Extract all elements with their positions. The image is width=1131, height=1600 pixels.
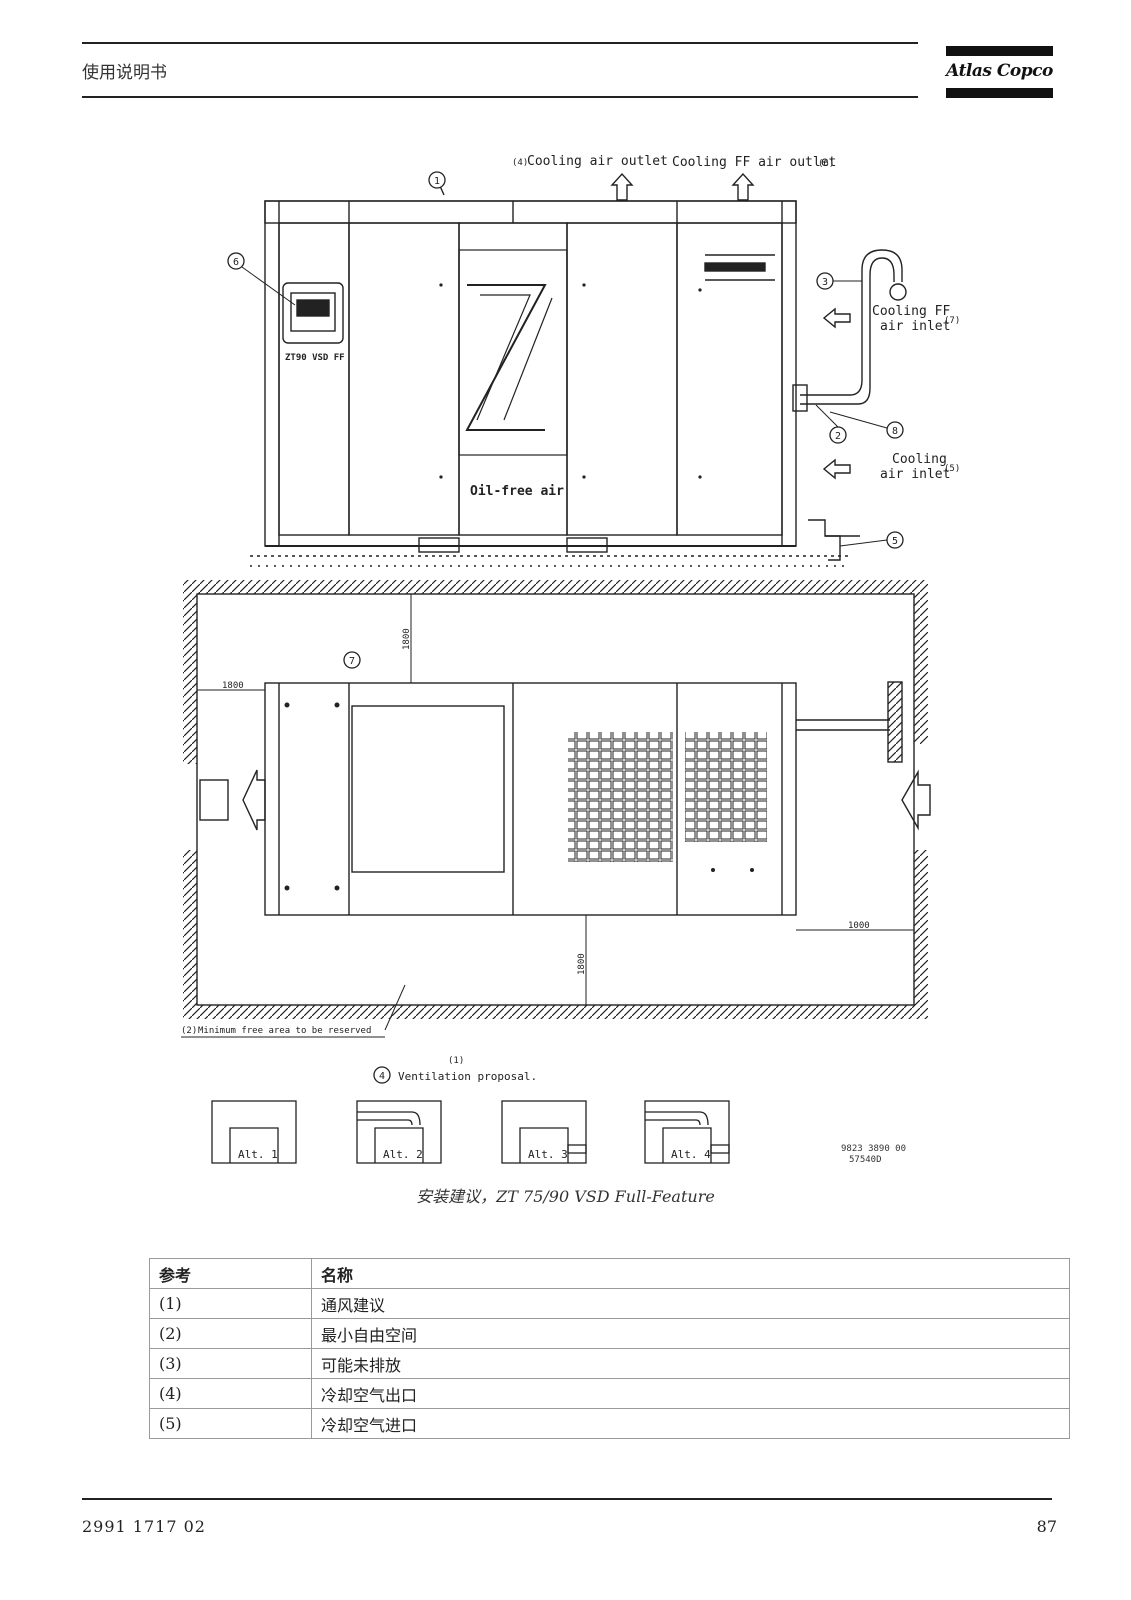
drain-pipe [792,249,907,561]
callout-7-circle [343,651,361,669]
footer-rule [82,1498,1052,1500]
outlet-arrows [439,172,755,201]
callout-5: 5 [892,536,898,547]
alt-2-label: Alt. 2 [383,1148,423,1161]
cell-name: 最小自由空间 [311,1318,1070,1349]
model-label: ZT90 VSD FF [285,353,345,363]
plan-dots [284,702,754,891]
alt-1-label: Alt. 1 [238,1148,278,1161]
inlet-arrows [822,307,851,480]
table-row: (3) 可能未排放 [149,1348,1070,1379]
figure-caption: 安装建议，ZT 75/90 VSD Full-Feature [416,1187,715,1206]
cooling-air-inlet-label-2: air inlet [880,467,950,482]
cooling-air-outlet-label: Cooling air outlet [527,154,668,169]
dim-1800-bottom: 1800 [577,953,587,975]
minimum-free-area-ref: (2) [181,1026,197,1036]
callouts-front [227,171,904,549]
cell-ref: (1) [149,1288,312,1319]
table-row: (5) 冷却空气进口 [149,1408,1070,1439]
cell-ref: (2) [149,1318,312,1349]
dim-1000-right: 1000 [848,921,870,931]
cell-ref: (5) [149,1408,312,1439]
plan-view-machine [196,593,931,1031]
cooling-ff-air-outlet-label: Cooling FF air outlet [672,155,836,170]
page-number: 87 [1036,1517,1057,1536]
oil-free-air-label: Oil-free air [470,484,564,499]
atlas-copco-logo: Atlas Copco [946,46,1053,100]
header-bottom-rule [82,96,918,98]
callout-2: 2 [835,431,841,442]
dim-1800-left: 1800 [222,681,244,691]
reference-table: 参考 名称 (1) 通风建议 (2) 最小自由空间 (3) 可能未排放 (4) … [149,1258,1070,1439]
ventilation-proposal-label: Ventilation proposal. [398,1070,537,1083]
callout-6: 6 [233,257,239,268]
cell-name: 通风建议 [311,1288,1070,1319]
document-number: 2991 1717 02 [82,1517,206,1536]
header-ref: 参考 [149,1258,312,1289]
drawing-number-1: 9823 3890 00 [841,1144,906,1154]
ventilation-ref: (1) [448,1056,464,1066]
cooling-ff-air-inlet-label-2: air inlet [880,319,950,334]
table-row: (2) 最小自由空间 [149,1318,1070,1349]
alt-4-label: Alt. 4 [671,1148,711,1161]
header-name: 名称 [311,1258,1070,1289]
cooling-ff-air-outlet-ref: (6) [818,159,834,169]
document-title: 使用说明书 [82,63,167,83]
cooling-air-outlet-ref: (4) [512,158,528,168]
header-top-rule [82,42,918,44]
cooling-air-inlet-label-1: Cooling [892,452,947,467]
front-view-dots [439,283,702,479]
cooling-ff-air-inlet-label-1: Cooling FF [872,304,950,319]
cooling-air-inlet-ref: (5) [944,464,960,474]
front-view [250,200,850,567]
drawing-number-2: 57540D [849,1155,882,1165]
callout-1: 1 [434,176,440,187]
cell-name: 冷却空气出口 [311,1378,1070,1409]
callout-8: 8 [892,426,898,437]
cell-ref: (3) [149,1348,312,1379]
alt-3-label: Alt. 3 [528,1148,568,1161]
cell-name: 冷却空气进口 [311,1408,1070,1439]
ventilation-alternatives [211,1100,730,1164]
plan-view-walls [183,580,928,1019]
minimum-free-area-label: Minimum free area to be reserved [198,1026,371,1036]
table-row: (4) 冷却空气出口 [149,1378,1070,1409]
dim-1800-top: 1800 [402,628,412,650]
table-header-row: 参考 名称 [149,1258,1070,1289]
table-row: (1) 通风建议 [149,1288,1070,1319]
callout-7: 7 [349,656,355,667]
callout-3: 3 [822,277,828,288]
installation-drawing: ZT90 VSD FF Oil-free air (4) Cooling air… [181,154,960,1165]
cell-ref: (4) [149,1378,312,1409]
cooling-ff-air-inlet-ref: (7) [944,316,960,326]
cell-name: 可能未排放 [311,1348,1070,1379]
ventilation-circle-num: 4 [379,1071,385,1082]
